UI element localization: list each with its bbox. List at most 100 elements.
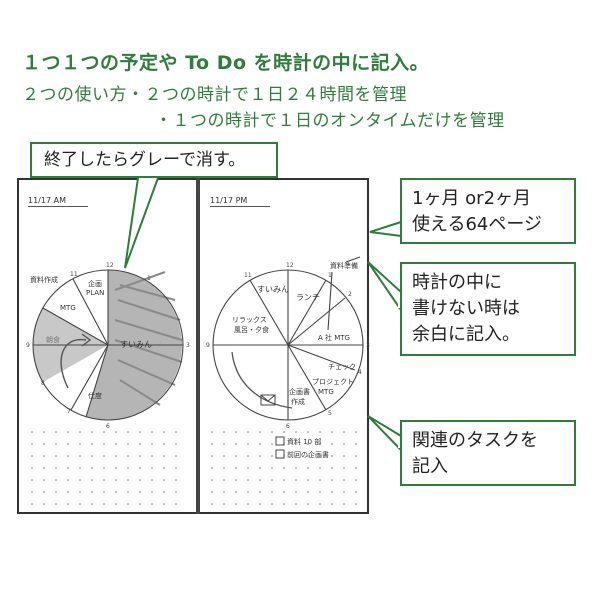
grid-dot (103, 491, 105, 493)
grid-dot (55, 455, 57, 457)
grid-dot (43, 503, 45, 505)
subline-one-clock: ・１つの時計で１日のオンタイムだけを管理 (155, 111, 505, 131)
grid-dot (103, 503, 105, 505)
grid-dot (247, 503, 249, 505)
grid-dot (103, 455, 105, 457)
left-label-prep: 仕度 (88, 391, 102, 400)
callout-pages-line-2: 使える64ページ (412, 214, 543, 236)
right-label-sleep: すいみん (257, 285, 289, 294)
grid-dot (259, 467, 261, 469)
grid-dot (103, 479, 105, 481)
left-clock-hand-10 (42, 307, 109, 346)
right-page-date: 11/17 PM (210, 196, 248, 205)
grid-dot (43, 443, 45, 445)
left-clock-hand-6 (85, 344, 109, 418)
grid-dot (307, 431, 309, 433)
grid-dot (235, 503, 237, 505)
grid-dot (139, 491, 141, 493)
grid-dot (43, 467, 45, 469)
grid-dot (235, 443, 237, 445)
left-label-mtg: MTG (60, 304, 76, 312)
task-item-2: 前回の企画書 (287, 450, 329, 459)
grid-dot (115, 503, 117, 505)
grid-dot (55, 479, 57, 481)
grid-dot (355, 455, 357, 457)
grid-dot (355, 443, 357, 445)
grid-dot (31, 443, 33, 445)
grid-dot (211, 479, 213, 481)
grid-dot (67, 491, 69, 493)
right-clock-hand-5 (287, 344, 327, 411)
right-label-lunch: ランチ (296, 293, 320, 302)
svg-text:1: 1 (147, 275, 151, 282)
grid-dot (91, 455, 93, 457)
docprep-leader (327, 271, 333, 331)
grid-dot (31, 467, 33, 469)
grid-dot (331, 491, 333, 493)
bubble2-tail (369, 221, 402, 237)
grid-dot (79, 455, 81, 457)
grid-dot (115, 443, 117, 445)
grid-dot (295, 455, 297, 457)
grid-dot (151, 455, 153, 457)
right-label-plandoc-2: 作成 (291, 397, 305, 406)
right-label-check: チェック (328, 363, 356, 371)
grid-dot (331, 443, 333, 445)
callout-margin: 時計の中に 書けない時は 余白に記入。 (400, 262, 576, 356)
grid-dot (295, 443, 297, 445)
left-arrow-curve (60, 338, 87, 389)
callout-gray-out-text: 終了したらグレーで消す。 (44, 150, 246, 170)
grid-dot (343, 467, 345, 469)
grid-dot (163, 455, 165, 457)
callout-tails (124, 177, 402, 451)
left-label-sleep: すいみん (120, 340, 152, 349)
svg-text:11: 11 (70, 271, 78, 278)
grid-dot (151, 443, 153, 445)
docprep-underline (345, 256, 361, 263)
grid-dot (115, 455, 117, 457)
right-label-plandoc-1: 企画書 (289, 387, 310, 396)
grid-dot (79, 503, 81, 505)
grid-dot (103, 443, 105, 445)
grid-dot (247, 455, 249, 457)
svg-text:12: 12 (106, 262, 114, 269)
svg-text:9: 9 (26, 342, 30, 349)
grid-dot (211, 431, 213, 433)
grid-dot (307, 503, 309, 505)
grid-dot (127, 479, 129, 481)
grid-dot (163, 467, 165, 469)
grid-dot (307, 491, 309, 493)
svg-text:6: 6 (286, 423, 290, 430)
grid-dot (223, 503, 225, 505)
grid-dot (127, 467, 129, 469)
left-label-plan-1: 企画 (88, 279, 102, 288)
grid-dot (211, 455, 213, 457)
grid-dot (67, 455, 69, 457)
right-dot-grid (211, 431, 357, 505)
grid-dot (355, 431, 357, 433)
grid-dot (343, 503, 345, 505)
grid-dot (271, 491, 273, 493)
grid-dot (283, 491, 285, 493)
callout-margin-line-2: 書けない時は (412, 298, 520, 320)
grid-dot (247, 467, 249, 469)
grid-dot (319, 443, 321, 445)
grid-dot (319, 479, 321, 481)
callout-gray-out: 終了したらグレーで消す。 (30, 142, 278, 178)
left-label-breakfast: 朝食 (46, 335, 60, 344)
grid-dot (31, 431, 33, 433)
grid-dot (175, 491, 177, 493)
grid-dot (79, 491, 81, 493)
grid-dot (223, 431, 225, 433)
task-item-1: 資料 10 部 (287, 437, 321, 446)
grid-dot (223, 467, 225, 469)
callout-pages: 1ヶ月 or2ヶ月 使える64ページ (400, 178, 576, 244)
grid-dot (175, 479, 177, 481)
grid-dot (91, 503, 93, 505)
left-label-plan-2: PLAN (86, 289, 104, 297)
grid-dot (139, 455, 141, 457)
right-clock-hand-4 (287, 344, 356, 371)
grid-dot (319, 467, 321, 469)
planner-spine (196, 178, 200, 514)
grid-dot (175, 503, 177, 505)
